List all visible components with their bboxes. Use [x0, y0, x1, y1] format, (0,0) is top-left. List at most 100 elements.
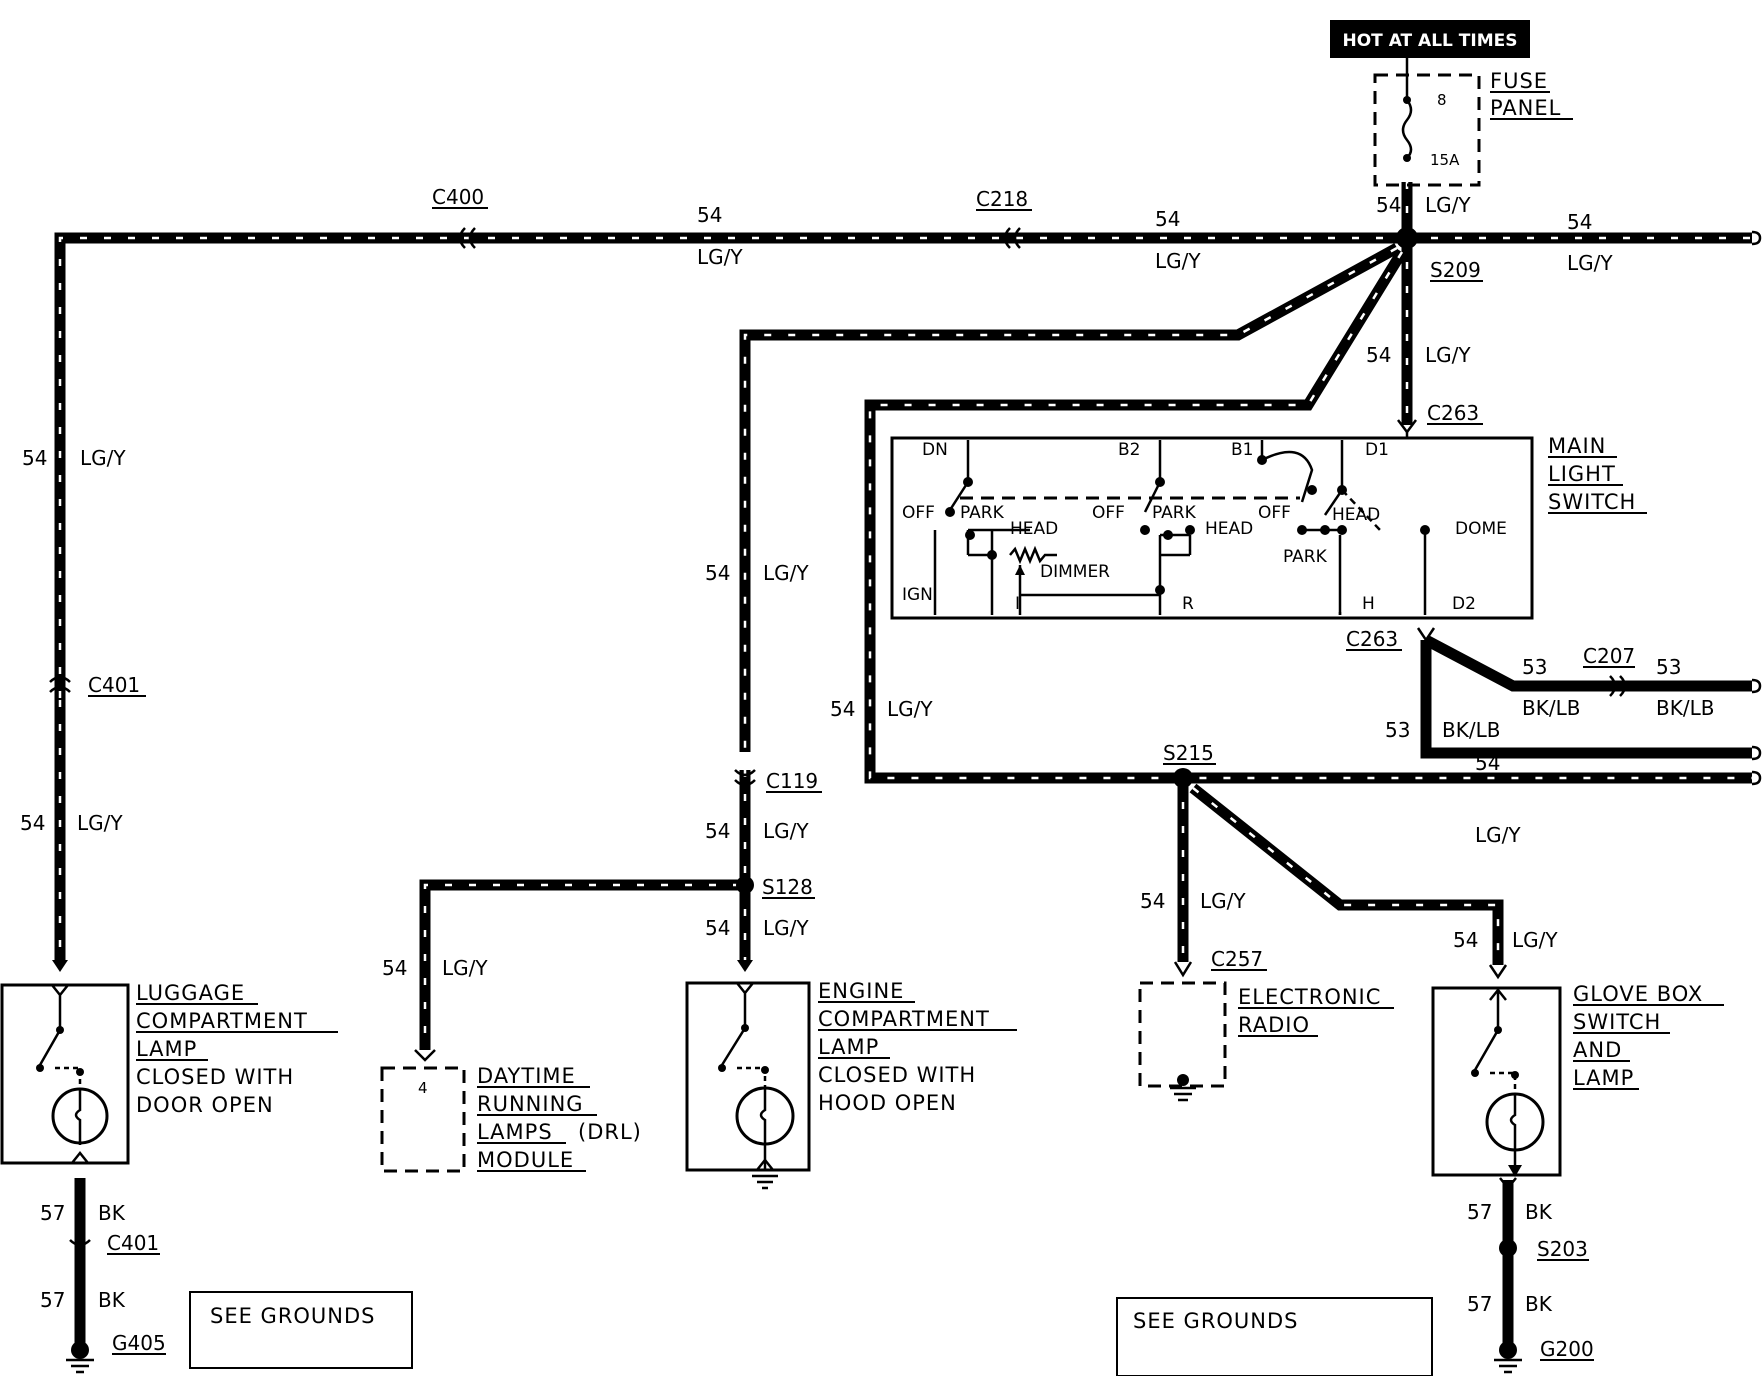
svg-text:BK/LB: BK/LB	[1656, 696, 1714, 720]
label-c401-top: C401	[88, 673, 140, 697]
label-c263-bottom: C263	[1346, 627, 1398, 651]
terminal-d1: D1	[1365, 440, 1389, 460]
pos-off-3: OFF	[1258, 503, 1291, 523]
wire-network-53	[1420, 635, 1752, 759]
svg-text:54: 54	[1567, 210, 1592, 234]
wire-top-left-run	[54, 232, 1407, 960]
pos-park-2: PARK	[1152, 503, 1197, 523]
main-light-switch-box	[890, 436, 1534, 620]
luggage-label-4: CLOSED WITH	[136, 1065, 294, 1089]
drl-label-1: DAYTIME	[477, 1064, 576, 1088]
svg-text:57: 57	[1467, 1200, 1492, 1224]
label-s203: S203	[1537, 1237, 1588, 1261]
label-s215: S215	[1163, 741, 1214, 765]
svg-text:LG/Y: LG/Y	[1512, 928, 1558, 952]
svg-text:LG/Y: LG/Y	[887, 697, 933, 721]
label-c218: C218	[976, 187, 1028, 211]
pos-park-1: PARK	[960, 503, 1005, 523]
see-grounds-left-box	[189, 1291, 413, 1369]
label-c119: C119	[766, 769, 818, 793]
splice-s128	[736, 876, 754, 894]
wire-to-c119	[739, 243, 1400, 752]
fuse-icon	[1401, 99, 1413, 159]
svg-text:54: 54	[1475, 751, 1500, 775]
svg-text:57: 57	[40, 1288, 65, 1312]
pos-off-1: OFF	[902, 503, 935, 523]
engine-label-5: HOOD OPEN	[818, 1091, 957, 1115]
pos-head-2: HEAD	[1205, 519, 1253, 539]
wire-labels: 54 LG/Y 54 LG/Y 54 LG/Y 54 LG/Y 54 LG/Y …	[20, 193, 1714, 1316]
luggage-compartment-lamp: LUGGAGE COMPARTMENT LAMP CLOSED WITH DOO…	[0, 981, 338, 1165]
svg-text:BK: BK	[1525, 1200, 1553, 1224]
luggage-label-1: LUGGAGE	[136, 981, 245, 1005]
svg-text:54: 54	[22, 446, 47, 470]
terminal-r: R	[1182, 594, 1194, 614]
svg-text:54: 54	[1376, 193, 1401, 217]
connector-labels: C400 C218 C401 C263 C263 C207 C119 C257 …	[88, 185, 1635, 1361]
main-light-switch: DN B2 B1 D1 IGN I R H D2 OFF PARK HEAD O…	[890, 432, 1647, 620]
splice-s215	[1173, 768, 1193, 788]
svg-text:LG/Y: LG/Y	[1475, 823, 1521, 847]
see-grounds-left: SEE GROUNDS	[210, 1304, 376, 1328]
hot-at-all-times-label: HOT AT ALL TIMES	[1343, 31, 1518, 51]
terminal-i: I	[1015, 594, 1020, 614]
svg-text:57: 57	[1467, 1292, 1492, 1316]
fuse-label-2: PANEL	[1490, 96, 1561, 120]
svg-text:53: 53	[1656, 655, 1681, 679]
pos-dimmer: DIMMER	[1040, 562, 1110, 582]
fuse-label-1: FUSE	[1490, 69, 1548, 93]
label-c400: C400	[432, 185, 484, 209]
glovebox-label-1: GLOVE BOX	[1573, 982, 1703, 1006]
see-grounds-right-box	[1116, 1297, 1433, 1376]
fuse-number: 8	[1437, 91, 1447, 109]
label-s128: S128	[762, 875, 813, 899]
svg-text:54: 54	[1155, 207, 1180, 231]
main-light-switch-title-2: LIGHT	[1548, 462, 1616, 486]
label-s209: S209	[1430, 258, 1481, 282]
ground-g405	[66, 1341, 94, 1374]
svg-text:LG/Y: LG/Y	[77, 811, 123, 835]
hot-at-all-times-banner	[1330, 20, 1530, 58]
drl-label-3b: (DRL)	[578, 1120, 642, 1144]
main-light-switch-title-1: MAIN	[1548, 434, 1606, 458]
luggage-label-2: COMPARTMENT	[136, 1009, 308, 1033]
connector-marks	[49, 227, 1627, 1247]
svg-text:54: 54	[705, 819, 730, 843]
svg-text:54: 54	[20, 811, 45, 835]
svg-text:LG/Y: LG/Y	[442, 956, 488, 980]
svg-text:54: 54	[705, 561, 730, 585]
svg-text:LG/Y: LG/Y	[80, 446, 126, 470]
svg-text:BK/LB: BK/LB	[1442, 718, 1500, 742]
svg-text:LG/Y: LG/Y	[1155, 249, 1201, 273]
drl-label-4: MODULE	[477, 1148, 574, 1172]
label-c257: C257	[1211, 947, 1263, 971]
svg-text:BK: BK	[98, 1201, 126, 1225]
drl-pin: 4	[418, 1079, 428, 1097]
svg-text:53: 53	[1385, 718, 1410, 742]
terminal-h: H	[1362, 594, 1375, 614]
svg-text:LG/Y: LG/Y	[1200, 889, 1246, 913]
radio-label-1: ELECTRONIC	[1238, 985, 1381, 1009]
pos-park-3: PARK	[1283, 547, 1328, 567]
svg-text:LG/Y: LG/Y	[1425, 343, 1471, 367]
electronic-radio: ELECTRONIC RADIO	[1138, 981, 1394, 1102]
svg-text:LG/Y: LG/Y	[763, 916, 809, 940]
svg-text:BK/LB: BK/LB	[1522, 696, 1580, 720]
svg-text:54: 54	[1453, 928, 1478, 952]
wire-end-marks	[1751, 230, 1762, 786]
terminal-ign: IGN	[902, 585, 933, 605]
radio-label-2: RADIO	[1238, 1013, 1310, 1037]
engine-label-2: COMPARTMENT	[818, 1007, 990, 1031]
pos-head-1: HEAD	[1010, 519, 1058, 539]
luggage-label-3: LAMP	[136, 1037, 197, 1061]
pos-dome: DOME	[1455, 519, 1507, 539]
svg-text:BK: BK	[98, 1288, 126, 1312]
svg-text:LG/Y: LG/Y	[763, 819, 809, 843]
engine-label-3: LAMP	[818, 1035, 879, 1059]
engine-label-4: CLOSED WITH	[818, 1063, 976, 1087]
pos-head-3: HEAD	[1332, 505, 1380, 525]
svg-text:54: 54	[705, 916, 730, 940]
fuse-panel-box	[1373, 73, 1481, 187]
engine-compartment-lamp: ENGINE COMPARTMENT LAMP CLOSED WITH HOOD…	[685, 979, 1017, 1190]
